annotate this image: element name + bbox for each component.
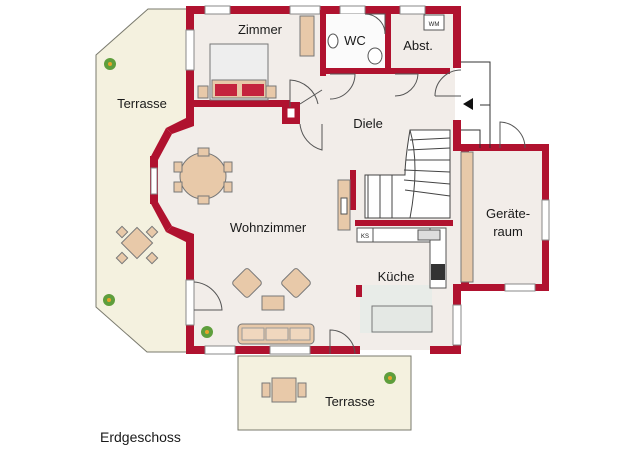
shower-icon [364, 13, 386, 35]
sink-kitchen-icon [417, 229, 441, 241]
kitchen-island [371, 305, 433, 333]
pillar [286, 107, 296, 119]
staircase [364, 129, 451, 219]
plant-flower-icon [107, 62, 392, 380]
entrance-steps [461, 61, 491, 148]
dining-table-icon [173, 147, 233, 205]
sink-icon [327, 33, 339, 49]
doors [193, 69, 526, 355]
room-label-living: Wohnzimmer [230, 220, 307, 235]
wardrobe-icon [299, 15, 315, 57]
room-label-terrace-south: Terrasse [325, 394, 375, 409]
bed-icon [197, 43, 277, 101]
room-label-shed-line2: raum [493, 224, 523, 239]
sofa-icon [237, 323, 315, 345]
entrance-arrow-icon [463, 98, 473, 110]
armchair-icon [232, 268, 311, 298]
terrace-table-icon [115, 225, 159, 265]
coffee-table-icon [261, 295, 285, 311]
fridge-label: KS [361, 234, 369, 240]
room-label-terrace-west: Terrasse [117, 96, 167, 111]
room-label-hall: Diele [353, 116, 383, 131]
room-label-shed-line1: Geräte- [486, 206, 530, 221]
shed-shelf-icon [460, 151, 474, 283]
room-label-kitchen: Küche [378, 269, 415, 284]
windows [150, 5, 550, 355]
room-label-wc: WC [344, 33, 366, 48]
stove-icon [431, 264, 445, 280]
toilet-icon [367, 47, 383, 65]
room-label-storage: Abst. [403, 38, 433, 53]
floor-caption: Erdgeschoss [100, 429, 181, 445]
washer-icon [423, 14, 445, 31]
fireplace-icon [340, 197, 348, 215]
terrace-south-table-icon [261, 377, 307, 403]
room-label-bedroom: Zimmer [238, 22, 283, 37]
washer-label: WM [429, 22, 440, 28]
